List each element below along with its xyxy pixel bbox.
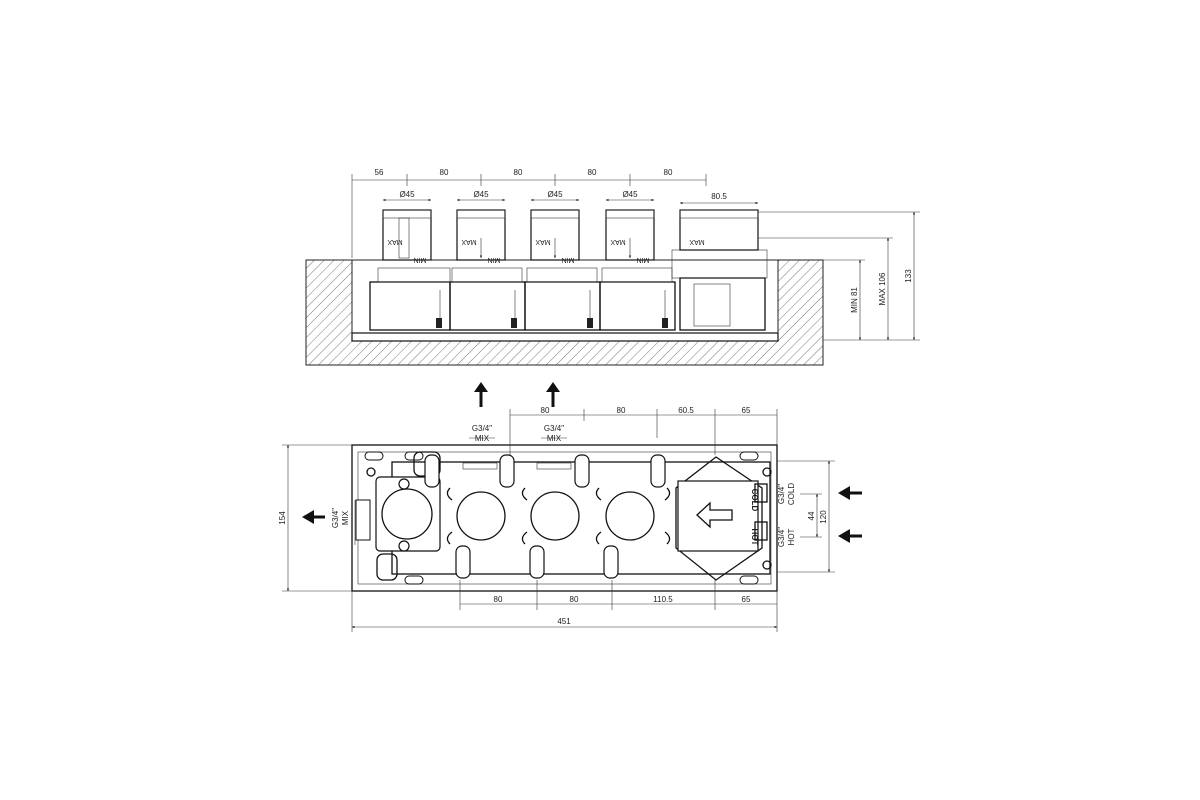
plan-top-dim-80-2: 80 <box>617 406 626 415</box>
max-mark-4: MAX <box>610 238 626 245</box>
side-view: MAX MAX MAX MAX MAX MIN MIN MIN MIN 56 8… <box>305 168 920 366</box>
base-plate <box>351 444 778 592</box>
max-mark-2: MAX <box>461 238 477 245</box>
side-right-dimensions: MIN 81 MAX 106 133 <box>758 211 920 341</box>
side-dim-80-2: 80 <box>514 168 523 177</box>
plan-left-dimensions: 154 G3/4" MIX <box>278 444 371 592</box>
hot-inlet-thread: G3/4" <box>777 527 786 547</box>
valve-circles <box>446 487 671 545</box>
valve-bodies <box>369 249 768 331</box>
outlet-2-label: MIX <box>547 434 562 443</box>
diameter-label-3: Ø45 <box>547 190 563 199</box>
side-dim-80-3: 80 <box>588 168 597 177</box>
plan-bottom-dim-110-5: 110.5 <box>653 595 673 604</box>
outlet-block <box>375 476 441 552</box>
plan-bottom-dimensions: 80 80 110.5 65 451 <box>351 580 778 632</box>
plan-top-dim-60-5: 60.5 <box>678 406 694 415</box>
dim-min-81: MIN 81 <box>850 287 859 313</box>
outlet-1-label: MIX <box>475 434 490 443</box>
side-dim-80-5: 80.5 <box>711 192 727 201</box>
min-mark-4: MIN <box>637 256 650 263</box>
left-outlet-thread: G3/4" <box>331 508 340 528</box>
min-mark-3: MIN <box>562 256 575 263</box>
max-mark-5: MAX <box>689 238 705 245</box>
plan-top-dimensions: 80 80 60.5 65 G3/4" MIX G3/4" MIX <box>469 406 778 455</box>
outlet-1-thread: G3/4" <box>472 424 492 433</box>
inlet-flange <box>675 456 763 581</box>
max-mark-3: MAX <box>535 238 551 245</box>
plan-dim-44: 44 <box>807 511 816 520</box>
dim-133: 133 <box>904 269 913 283</box>
side-dim-80-1: 80 <box>440 168 449 177</box>
cold-inlet-label: COLD <box>787 483 796 505</box>
plan-dim-120: 120 <box>819 510 828 524</box>
hot-inlet-arrow <box>838 529 850 543</box>
side-dim-80-4: 80 <box>664 168 673 177</box>
left-outlet-arrow <box>302 510 314 524</box>
outlet-flow-arrows <box>474 382 560 407</box>
diameter-label-1: Ø45 <box>399 190 415 199</box>
side-dim-56: 56 <box>375 168 384 177</box>
dim-max-106: MAX 106 <box>878 272 887 305</box>
diameter-label-4: Ø45 <box>622 190 638 199</box>
side-top-dimensions: 56 80 80 80 80 Ø45 Ø45 Ø45 Ø45 80.5 <box>351 168 759 258</box>
cartridges <box>382 209 759 261</box>
plan-total-width: 451 <box>557 617 571 626</box>
diameter-label-2: Ø45 <box>473 190 489 199</box>
plan-right-dimensions: 120 44 G3/4" COLD G3/4" HOT <box>777 460 862 573</box>
plan-top-dim-80-1: 80 <box>541 406 550 415</box>
flow-direction-arrow <box>696 501 733 529</box>
outlet-valve-circle <box>381 488 433 540</box>
hot-inlet-label: HOT <box>787 528 796 545</box>
wall-section <box>305 259 824 366</box>
plan-bottom-dim-65: 65 <box>742 595 751 604</box>
cold-inlet-thread: G3/4" <box>777 484 786 504</box>
plan-height-154: 154 <box>278 511 287 525</box>
mounting-plate <box>351 332 779 342</box>
left-outlet-label: MIX <box>341 510 350 525</box>
plan-view: COLD HOT 80 80 60.5 65 G3/4" MIX G3/4" M… <box>278 406 862 632</box>
plan-top-dim-65: 65 <box>742 406 751 415</box>
plan-bottom-dim-80-2: 80 <box>570 595 579 604</box>
cold-inlet-arrow <box>838 486 850 500</box>
max-min-marks: MAX MAX MAX MAX MAX MIN MIN MIN MIN <box>387 238 705 263</box>
plan-bottom-dim-80-1: 80 <box>494 595 503 604</box>
mounting-clips <box>424 454 666 579</box>
outlet-2-thread: G3/4" <box>544 424 564 433</box>
min-mark-1: MIN <box>414 256 427 263</box>
min-mark-2: MIN <box>488 256 501 263</box>
max-mark-1: MAX <box>387 238 403 245</box>
